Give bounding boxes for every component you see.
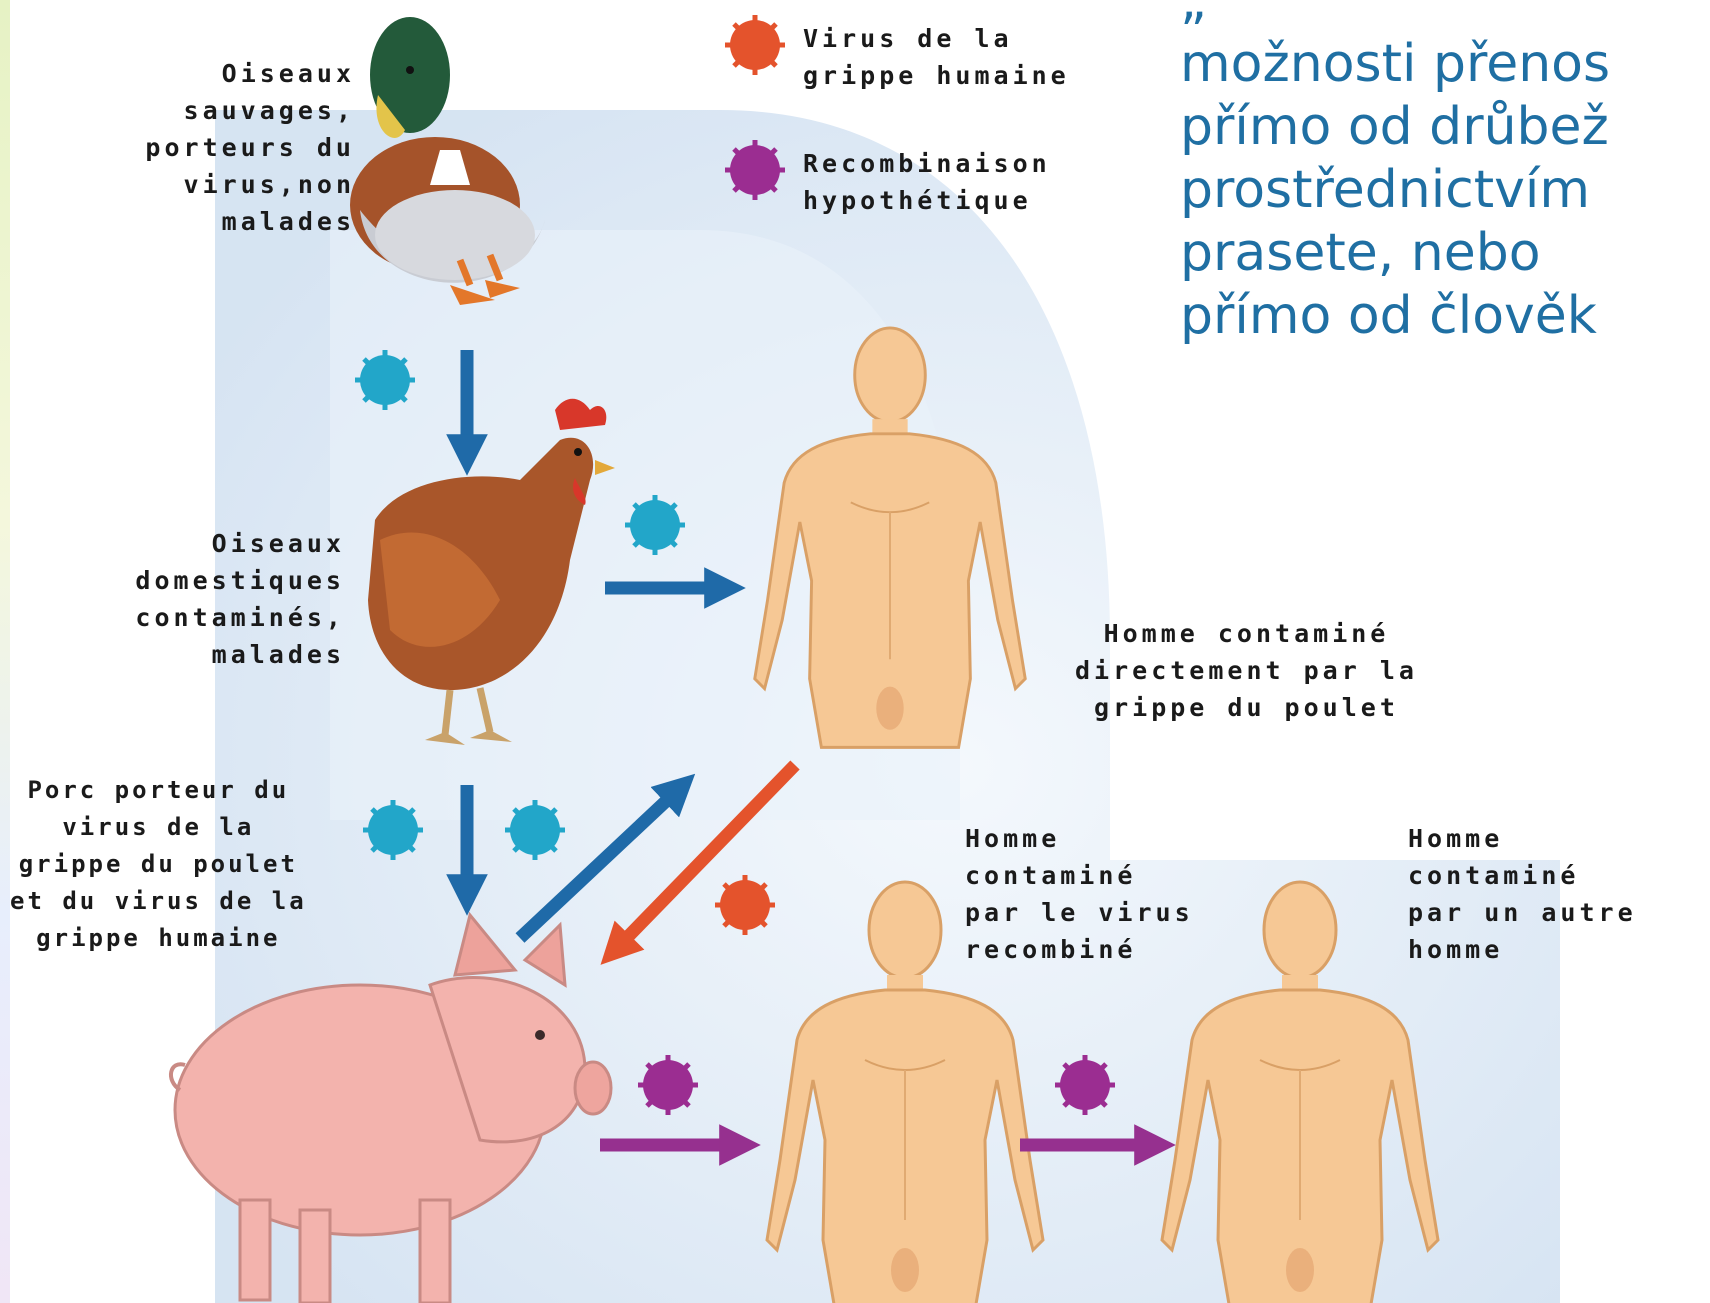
label-line: grippe humaine bbox=[10, 920, 307, 957]
label-line: Homme bbox=[965, 820, 1194, 857]
virus-human bbox=[715, 875, 775, 935]
label-line: domestiques bbox=[30, 562, 345, 599]
label-line: contaminé bbox=[1408, 857, 1637, 894]
label-line: par le virus bbox=[965, 894, 1194, 931]
label-line: Porc porteur du bbox=[10, 772, 307, 809]
virus-bird-2 bbox=[625, 495, 685, 555]
virus-recombinant-2 bbox=[1055, 1055, 1115, 1115]
label-line: hypothétique bbox=[803, 182, 1051, 219]
virus-recombinant-1 bbox=[638, 1055, 698, 1115]
label-line: virus de la bbox=[10, 809, 307, 846]
label-line: Homme contaminé bbox=[1075, 615, 1418, 652]
label-line: grippe du poulet bbox=[1075, 689, 1418, 726]
virus-bird-4 bbox=[505, 800, 565, 860]
slide-caption-line: prostřednictvím bbox=[1180, 159, 1710, 222]
slide-caption-line: přímo od drůbež bbox=[1180, 96, 1710, 159]
label-line: malades bbox=[30, 636, 345, 673]
slide-caption-line: „ bbox=[1180, 0, 1710, 33]
label-line: grippe humaine bbox=[803, 57, 1070, 94]
slide-caption-line: možnosti přenos bbox=[1180, 33, 1710, 96]
virus-legend-recombinant bbox=[725, 140, 785, 200]
label-line: Virus de la bbox=[803, 20, 1070, 57]
label-line: Recombinaison bbox=[803, 145, 1051, 182]
label-line: et du virus de la bbox=[10, 883, 307, 920]
virus-legend-human bbox=[725, 15, 785, 75]
label-line: grippe du poulet bbox=[10, 846, 307, 883]
virus-bird-1 bbox=[355, 350, 415, 410]
label-line: Oiseaux bbox=[30, 525, 345, 562]
label-line: contaminés, bbox=[30, 599, 345, 636]
virus-bird-3 bbox=[363, 800, 423, 860]
label-line: contaminé bbox=[965, 857, 1194, 894]
label-line: par un autre bbox=[1408, 894, 1637, 931]
label-line: virus,non bbox=[60, 166, 355, 203]
label-line: directement par la bbox=[1075, 652, 1418, 689]
label-line: malades bbox=[60, 203, 355, 240]
label-line: Oiseaux bbox=[60, 55, 355, 92]
label-line: homme bbox=[1408, 931, 1637, 968]
label-line: sauvages, bbox=[60, 92, 355, 129]
label-line: porteurs du bbox=[60, 129, 355, 166]
slide-caption-line: prasete, nebo bbox=[1180, 222, 1710, 285]
slide-caption-line: přímo od člověk bbox=[1180, 285, 1710, 348]
label-line: Homme bbox=[1408, 820, 1637, 857]
label-line: recombiné bbox=[965, 931, 1194, 968]
